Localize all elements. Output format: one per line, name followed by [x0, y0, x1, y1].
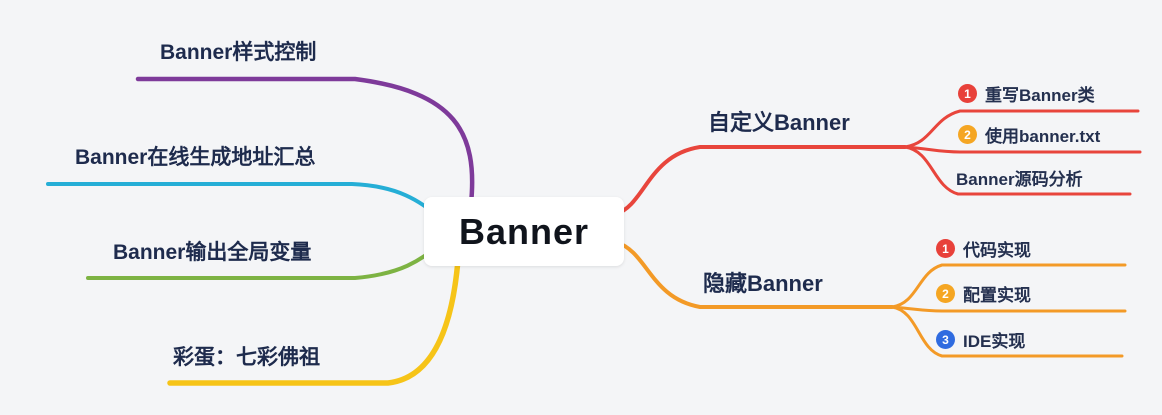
branch-line-banner-txt [903, 145, 1142, 154]
node-banner-style-control[interactable]: Banner样式控制 [160, 41, 317, 64]
node-label-text: 重写Banner类 [985, 86, 1095, 105]
node-code-implementation[interactable]: 1 代码实现 [936, 236, 1031, 261]
node-label-text: Banner源码分析 [956, 170, 1083, 189]
central-node-label: Banner [458, 210, 590, 252]
node-banner-source-analysis[interactable]: Banner源码分析 [956, 165, 1083, 190]
branch-line-ide-impl [890, 305, 1124, 358]
numbered-badge-icon: 2 [958, 125, 977, 144]
branch-line-hide-banner [614, 240, 894, 309]
node-label-text: 使用banner.txt [985, 127, 1101, 146]
branch-line-rewrite-class [903, 109, 1140, 149]
node-rewrite-banner-class[interactable]: 1 重写Banner类 [958, 81, 1095, 106]
branch-line-code-impl [890, 263, 1127, 309]
central-node-banner[interactable]: Banner [424, 197, 624, 266]
node-label-text: 代码实现 [963, 241, 1031, 260]
branch-line-banner-online [46, 182, 440, 218]
node-config-implementation[interactable]: 2 配置实现 [936, 281, 1031, 306]
branch-line-config-impl [890, 305, 1127, 313]
numbered-badge-icon: 1 [936, 239, 955, 258]
node-easter-egg-buddha[interactable]: 彩蛋：七彩佛祖 [173, 346, 320, 369]
branch-line-easter-egg [167, 257, 461, 386]
branch-line-custom-banner [614, 145, 907, 216]
node-banner-global-variables[interactable]: Banner输出全局变量 [113, 241, 312, 264]
numbered-badge-icon: 2 [936, 284, 955, 303]
numbered-badge-icon: 3 [936, 330, 955, 349]
node-banner-online-generators[interactable]: Banner在线生成地址汇总 [75, 146, 316, 169]
node-label-text: 配置实现 [963, 286, 1031, 305]
node-hide-banner[interactable]: 隐藏Banner [703, 271, 823, 296]
node-use-banner-txt[interactable]: 2 使用banner.txt [958, 122, 1100, 147]
node-ide-implementation[interactable]: 3 IDE实现 [936, 327, 1025, 352]
branch-line-source-analysis [903, 145, 1132, 196]
branch-line-banner-style [135, 76, 475, 207]
numbered-badge-icon: 1 [958, 84, 977, 103]
node-custom-banner[interactable]: 自定义Banner [708, 110, 850, 135]
node-label-text: IDE实现 [963, 332, 1026, 351]
